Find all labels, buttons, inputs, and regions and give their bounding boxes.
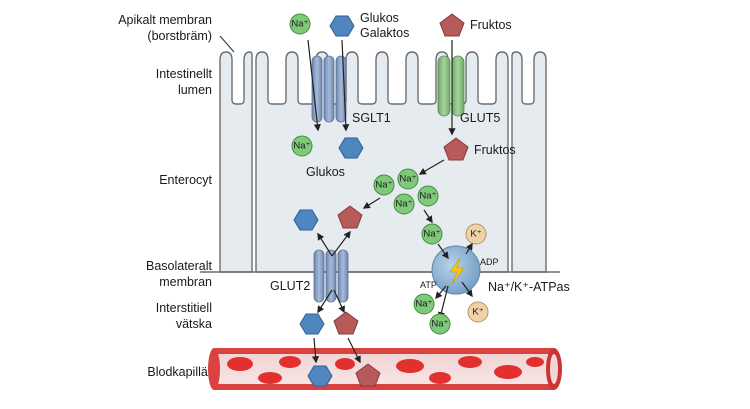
fructose-pentagon-legend (439, 13, 465, 37)
na-ion (417, 185, 439, 207)
enterocyte-cell (200, 51, 560, 273)
label-enterocyte: Enterocyt (159, 173, 212, 187)
na-k-atpase: Na⁺ K⁺ ADP ATP Na⁺/K⁺-ATPas Na⁺ Na⁺ K⁺ (413, 223, 570, 335)
na-ion-label: Na⁺ (419, 191, 436, 202)
side-labels: Apikalt membran (borstbräm) Intestinellt… (118, 13, 212, 379)
k-ion (465, 223, 487, 245)
pump-label: Na⁺/K⁺-ATPas (488, 280, 570, 294)
legend-glucose: Glukos (360, 11, 399, 25)
glut2-label: GLUT2 (270, 279, 310, 293)
label-basolateral-1: Basolateralt (146, 259, 213, 273)
na-ion-legend (289, 13, 311, 35)
na-ion-label: Na⁺ (415, 299, 432, 310)
interstitial-sugars (299, 311, 381, 387)
na-ion-label: Na⁺ (293, 141, 310, 152)
na-ion-label: Na⁺ (423, 229, 440, 240)
adp-label: ADP (480, 257, 499, 267)
sglt1-transporter: SGLT1 (307, 39, 391, 132)
glucose-hexagon (299, 313, 325, 335)
right-neighbor-cell (511, 51, 547, 273)
na-ion (421, 223, 443, 245)
k-ion-label: K⁺ (470, 229, 481, 240)
na-ion-label: Na⁺ (399, 174, 416, 185)
na-cluster: Na⁺ Na⁺ Na⁺ Na⁺ (362, 168, 439, 224)
fructose-pentagon (337, 205, 363, 229)
red-blood-cell (279, 356, 301, 368)
label-interstitial-1: Interstitiell (156, 301, 212, 315)
top-legend: Na⁺ Glukos Galaktos Fruktos (289, 11, 512, 40)
sglt1-label: SGLT1 (352, 111, 391, 125)
vessel-end-left (208, 348, 220, 390)
na-ion-label: Na⁺ (431, 319, 448, 330)
red-blood-cell (335, 358, 355, 370)
label-interstitial-2: vätska (176, 317, 212, 331)
label-lumen-1: Intestinellt (156, 67, 213, 81)
red-blood-cell (526, 357, 544, 367)
na-ion-label: Na⁺ (375, 180, 392, 191)
glut5-transporter: GLUT5 (437, 40, 500, 136)
glut5-products: Fruktos (418, 137, 516, 175)
na-ion-legend-label: Na⁺ (291, 19, 308, 30)
glut2-transporter: GLUT2 (270, 230, 351, 314)
apical-pointer-line (219, 35, 235, 53)
atp-label: ATP (420, 280, 437, 290)
glucose-hexagon (338, 137, 364, 159)
glucose-hexagon-in-blood (307, 365, 333, 387)
legend-galactose: Galaktos (360, 26, 409, 40)
label-lumen-2: lumen (178, 83, 212, 97)
sugars-to-glut2 (293, 205, 363, 231)
na-ion (413, 293, 435, 315)
glucose-hexagon-legend (329, 15, 355, 37)
red-blood-cell (458, 356, 482, 368)
red-blood-cell (227, 357, 253, 371)
fructose-inside-label: Fruktos (474, 143, 516, 157)
na-ion (291, 135, 313, 157)
red-blood-cell (258, 372, 282, 384)
na-ion-label: Na⁺ (395, 199, 412, 210)
red-blood-cell (396, 359, 424, 373)
glucose-hexagon (293, 209, 319, 231)
na-ion (373, 174, 395, 196)
red-blood-cell (494, 365, 522, 379)
label-capillary: Blodkapillär (147, 365, 212, 379)
left-neighbor-cell (219, 51, 253, 273)
red-blood-cell (429, 372, 451, 384)
fructose-pentagon (443, 137, 469, 161)
label-apical-1: Apikalt membran (118, 13, 212, 27)
blood-capillary (208, 348, 562, 390)
na-ion (429, 313, 451, 335)
label-basolateral-2: membran (159, 275, 212, 289)
fructose-pentagon-in-blood (355, 363, 381, 387)
na-ion (397, 168, 419, 190)
glucose-inside-label: Glukos (306, 165, 345, 179)
na-ion (393, 193, 415, 215)
k-ion-label: K⁺ (472, 307, 483, 318)
lightning-bolt-icon (449, 257, 465, 285)
sglt1-products: Na⁺ Glukos (291, 135, 364, 179)
label-apical-2: (borstbräm) (147, 29, 212, 43)
vessel-opening-right (550, 354, 558, 384)
fructose-pentagon (333, 311, 359, 335)
legend-fructose: Fruktos (470, 18, 512, 32)
glut5-label: GLUT5 (460, 111, 500, 125)
k-ion (467, 301, 489, 323)
